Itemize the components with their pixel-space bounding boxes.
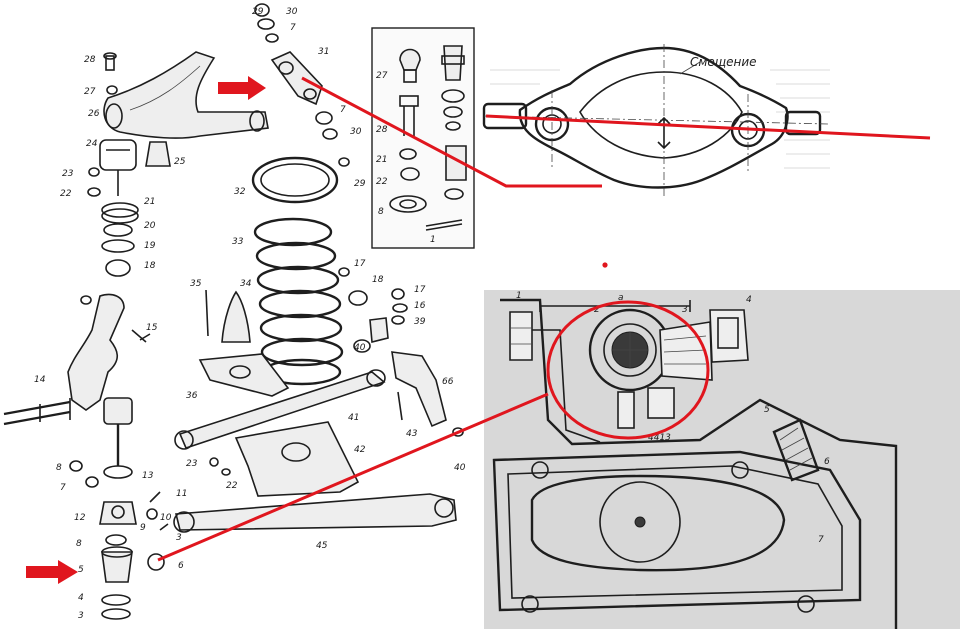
callout: 24 [86,139,98,149]
callout: 27 [84,87,96,97]
callout: 26 [88,109,100,119]
callout: 1 [516,291,522,301]
callout: 31 [318,47,329,57]
callout: 22 [60,189,72,199]
lower-ball-joint-parts [69,460,169,620]
callout: 2 [594,305,600,315]
spring-gasket [251,156,339,204]
callout: 19 [144,241,156,251]
callout: 23 [62,169,74,179]
bump-stop [221,290,251,343]
callout: 11 [176,489,187,499]
parts-box: 27 28 21 22 8 1 [371,27,475,249]
callout: 34 [240,279,252,289]
inner-window [530,474,786,572]
stamp: 4413 [648,433,671,443]
callout: 12 [74,513,86,523]
callout: 14 [34,375,46,385]
fasteners-top [87,52,171,197]
callout: 41 [348,413,359,423]
callout: 7 [60,483,66,493]
pivot-pin [270,51,323,106]
exploded-view: 29 30 7 28 27 31 26 7 30 29 24 25 23 22 … [3,3,466,621]
callout: 42 [354,445,366,455]
coil-spring [253,217,344,386]
callout: 3 [78,611,84,621]
ball-joint-inset: 1 2 a 3 4 5 6 7 4413 [484,290,960,629]
callout: 6 [178,561,184,571]
callout: 18 [372,275,384,285]
callout: 1 [430,235,436,245]
exploded-callouts: 29 30 7 28 27 31 26 7 30 29 24 25 23 22 … [34,7,466,621]
callout: 13 [142,471,154,481]
callout: 32 [234,187,246,197]
callout: 30 [286,7,298,17]
callout: 15 [146,323,158,333]
callout: 39 [414,317,426,327]
callout: 3 [682,305,688,315]
callout: 3 [176,533,182,543]
callout: a [618,293,624,303]
callout: 29 [252,7,264,17]
callout: 66 [442,377,454,387]
callout: 28 [376,125,388,135]
pivot-lever-inner [579,71,743,159]
red-leader-lower [157,392,549,562]
callout: 8 [378,207,384,217]
callout: 25 [174,157,186,167]
callout: 4 [746,295,752,305]
red-arrow-upper [218,76,266,100]
offset-inset: Смещение [476,0,960,232]
callout: 8 [56,463,62,473]
callout: 4 [78,593,84,603]
callout: 27 [376,71,388,81]
callout: 18 [144,261,156,271]
callout: 36 [186,391,198,401]
callout: 9 [140,523,146,533]
red-offset-line [485,114,931,140]
callout: 20 [144,221,156,231]
callout: 28 [84,55,96,65]
callout: 22 [376,177,388,187]
callout: 5 [764,405,770,415]
steering-knuckle [67,293,125,411]
callout: 33 [232,237,244,247]
callout: 8 [76,539,82,549]
callout: 7 [818,535,824,545]
offset-label: Смещение [690,55,757,69]
callout: 17 [414,285,426,295]
upper-control-arm [103,51,269,139]
callout: 29 [354,179,366,189]
callout: 16 [414,301,426,311]
callout: 40 [454,463,466,473]
callout: 7 [340,105,346,115]
callout: 23 [186,459,198,469]
red-arrow-lower [26,560,78,584]
callout: 22 [226,481,238,491]
callout: 45 [316,541,328,551]
callout: 7 [290,23,296,33]
red-leader-upper [301,76,602,188]
callout: 30 [350,127,362,137]
callout: 40 [354,343,366,353]
callout: 6 [824,457,830,467]
red-highlight-circle [546,300,710,440]
callout: 21 [144,197,155,207]
callout: 35 [190,279,202,289]
small-parts-right [80,267,464,476]
lower-control-arm [174,493,457,531]
red-dot [602,262,608,268]
callout: 43 [406,429,418,439]
callout: 17 [354,259,366,269]
washer-stack [101,202,139,277]
red-annotations [26,76,931,584]
spring-seat [198,353,290,397]
hatched-insert [772,418,820,482]
callout: 5 [78,565,84,575]
callout: 10 [160,513,172,523]
lower-bracket [234,421,360,497]
callout: 21 [376,155,387,165]
